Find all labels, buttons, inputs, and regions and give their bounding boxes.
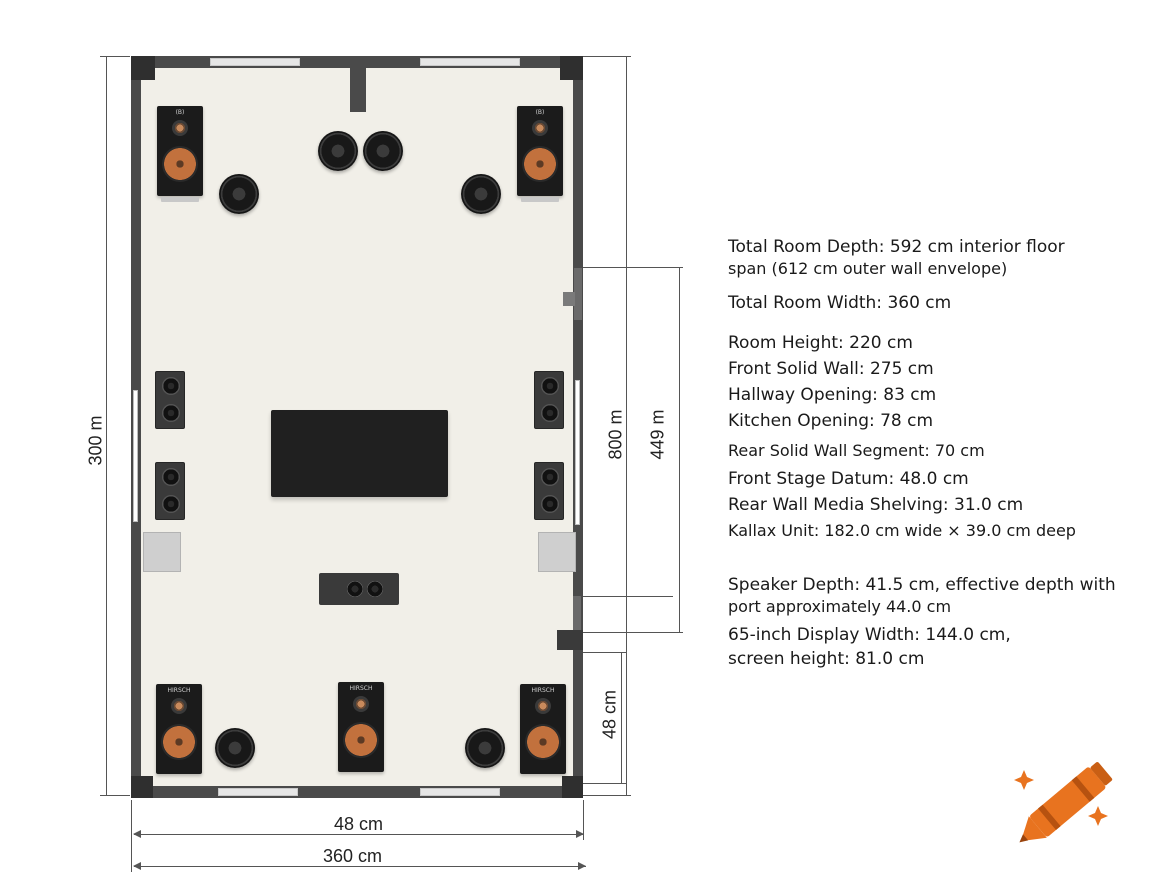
woofer	[522, 146, 558, 182]
top-wall-post	[350, 62, 366, 112]
bottom-wall	[131, 786, 583, 798]
annotation-front-solid-wall: Front Solid Wall: 275 cm	[728, 359, 934, 379]
crayon-sparkle-icon	[1014, 762, 1113, 843]
dimension-arrow-right	[576, 830, 584, 838]
bottom-outer-dimension-label: 360 cm	[323, 846, 383, 866]
right-surround-speaker-upper	[534, 371, 564, 429]
bottom-inner-dimension-label: 48 cm	[334, 814, 384, 834]
right-surround-speaker-lower	[534, 462, 564, 520]
woofer	[343, 722, 379, 758]
speaker-label: HIRSCH	[531, 687, 555, 694]
bottom-window-right	[420, 788, 500, 796]
right-inner-dimension-label: 800 m	[605, 409, 626, 460]
subwoofer-rear-left	[215, 728, 255, 768]
annotation-display-width: 65-inch Display Width: 144.0 cm,	[728, 625, 1011, 645]
dimension-tick	[583, 800, 584, 840]
dimension-tick	[583, 632, 683, 633]
right-lower-dimension-label: 48 cm	[599, 689, 620, 740]
dimension-tick	[583, 267, 683, 268]
annotation-kitchen-opening: Kitchen Opening: 78 cm	[728, 411, 934, 431]
display-screen	[271, 410, 448, 497]
right-side-panel	[538, 532, 576, 572]
right-wall-opening-lower	[573, 596, 581, 632]
annotation-room-height: Room Height: 220 cm	[728, 333, 913, 353]
tweeter	[353, 696, 369, 712]
tweeter	[535, 698, 551, 714]
dimension-tick	[100, 795, 130, 796]
right-wall-opening-upper	[574, 268, 582, 320]
driver	[347, 581, 363, 597]
center-channel-speaker	[319, 573, 399, 605]
dimension-tick	[583, 652, 627, 653]
woofer	[525, 724, 561, 760]
driver	[367, 581, 383, 597]
tweeter	[532, 120, 548, 136]
right-wall-jamb	[557, 630, 583, 650]
dimension-arrow-left	[133, 862, 141, 870]
bottom-inner-dimension-line	[134, 834, 584, 835]
subwoofer-front-right	[461, 174, 501, 214]
subwoofer-front-center-right	[363, 131, 403, 171]
speaker-label: (B)	[175, 109, 185, 116]
subwoofer-rear-right	[465, 728, 505, 768]
speaker-label: HIRSCH	[167, 687, 191, 694]
annotation-rear-solid-wall: Rear Solid Wall Segment: 70 cm	[728, 441, 985, 460]
dimension-tick	[583, 795, 631, 796]
bottom-window-left	[218, 788, 298, 796]
right-outer-dimension-label: 449 m	[647, 409, 668, 460]
right-outer-dimension-line	[679, 267, 680, 633]
bottom-outer-dimension-line	[134, 866, 586, 867]
annotation-front-stage-datum: Front Stage Datum: 48.0 cm	[728, 469, 969, 489]
annotation-room-depth-line2: span (612 cm outer wall envelope)	[728, 259, 1008, 278]
annotation-speaker-depth-line2: port approximately 44.0 cm	[728, 597, 952, 616]
left-surround-speaker-lower	[155, 462, 185, 520]
dimension-tick	[583, 56, 631, 57]
rear-left-tower-speaker: HIRSCH	[156, 684, 202, 774]
speaker-label: HIRSCH	[349, 685, 373, 692]
annotation-rear-wall-shelving: Rear Wall Media Shelving: 31.0 cm	[728, 495, 1024, 515]
top-window-right	[420, 58, 520, 66]
dimension-tick	[583, 783, 627, 784]
tweeter	[171, 698, 187, 714]
speaker-base	[521, 197, 559, 202]
rear-center-tower-speaker: HIRSCH	[338, 682, 384, 772]
dimension-tick	[100, 56, 130, 57]
left-height-dimension-line	[106, 56, 107, 796]
woofer	[161, 724, 197, 760]
annotation-room-depth-line1: Total Room Depth: 592 cm interior floor	[728, 237, 1065, 257]
corner-top-right	[560, 56, 583, 80]
left-surround-speaker-upper	[155, 371, 185, 429]
dimension-tick	[131, 800, 132, 872]
tweeter	[172, 120, 188, 136]
right-wall-rail	[575, 380, 580, 525]
annotation-room-width: Total Room Width: 360 cm	[728, 293, 952, 313]
corner-bottom-left	[131, 776, 153, 798]
left-height-dimension-label: 300 m	[85, 415, 106, 466]
right-wall-bracket	[563, 292, 575, 306]
right-inner-dimension-line	[626, 56, 627, 796]
annotation-screen-height: screen height: 81.0 cm	[728, 649, 925, 669]
right-lower-dimension-line	[621, 652, 622, 784]
front-left-tower-speaker: (B)	[157, 106, 203, 202]
subwoofer-front-left	[219, 174, 259, 214]
annotation-speaker-depth-line1: Speaker Depth: 41.5 cm, effective depth …	[728, 575, 1116, 595]
speaker-base	[161, 197, 199, 202]
top-window-left	[210, 58, 300, 66]
left-side-panel	[143, 532, 181, 572]
corner-top-left	[131, 56, 155, 80]
left-wall-rail	[133, 390, 138, 522]
speaker-label: (B)	[535, 109, 545, 116]
annotation-kallax-unit: Kallax Unit: 182.0 cm wide × 39.0 cm dee…	[728, 521, 1076, 540]
rear-right-tower-speaker: HIRSCH	[520, 684, 566, 774]
subwoofer-front-center-left	[318, 131, 358, 171]
annotation-hallway-opening: Hallway Opening: 83 cm	[728, 385, 937, 405]
corner-bottom-right	[562, 776, 583, 798]
woofer	[162, 146, 198, 182]
dimension-arrow-right	[578, 862, 586, 870]
dimension-arrow-left	[133, 830, 141, 838]
front-right-tower-speaker: (B)	[517, 106, 563, 202]
dimension-tick	[583, 596, 673, 597]
